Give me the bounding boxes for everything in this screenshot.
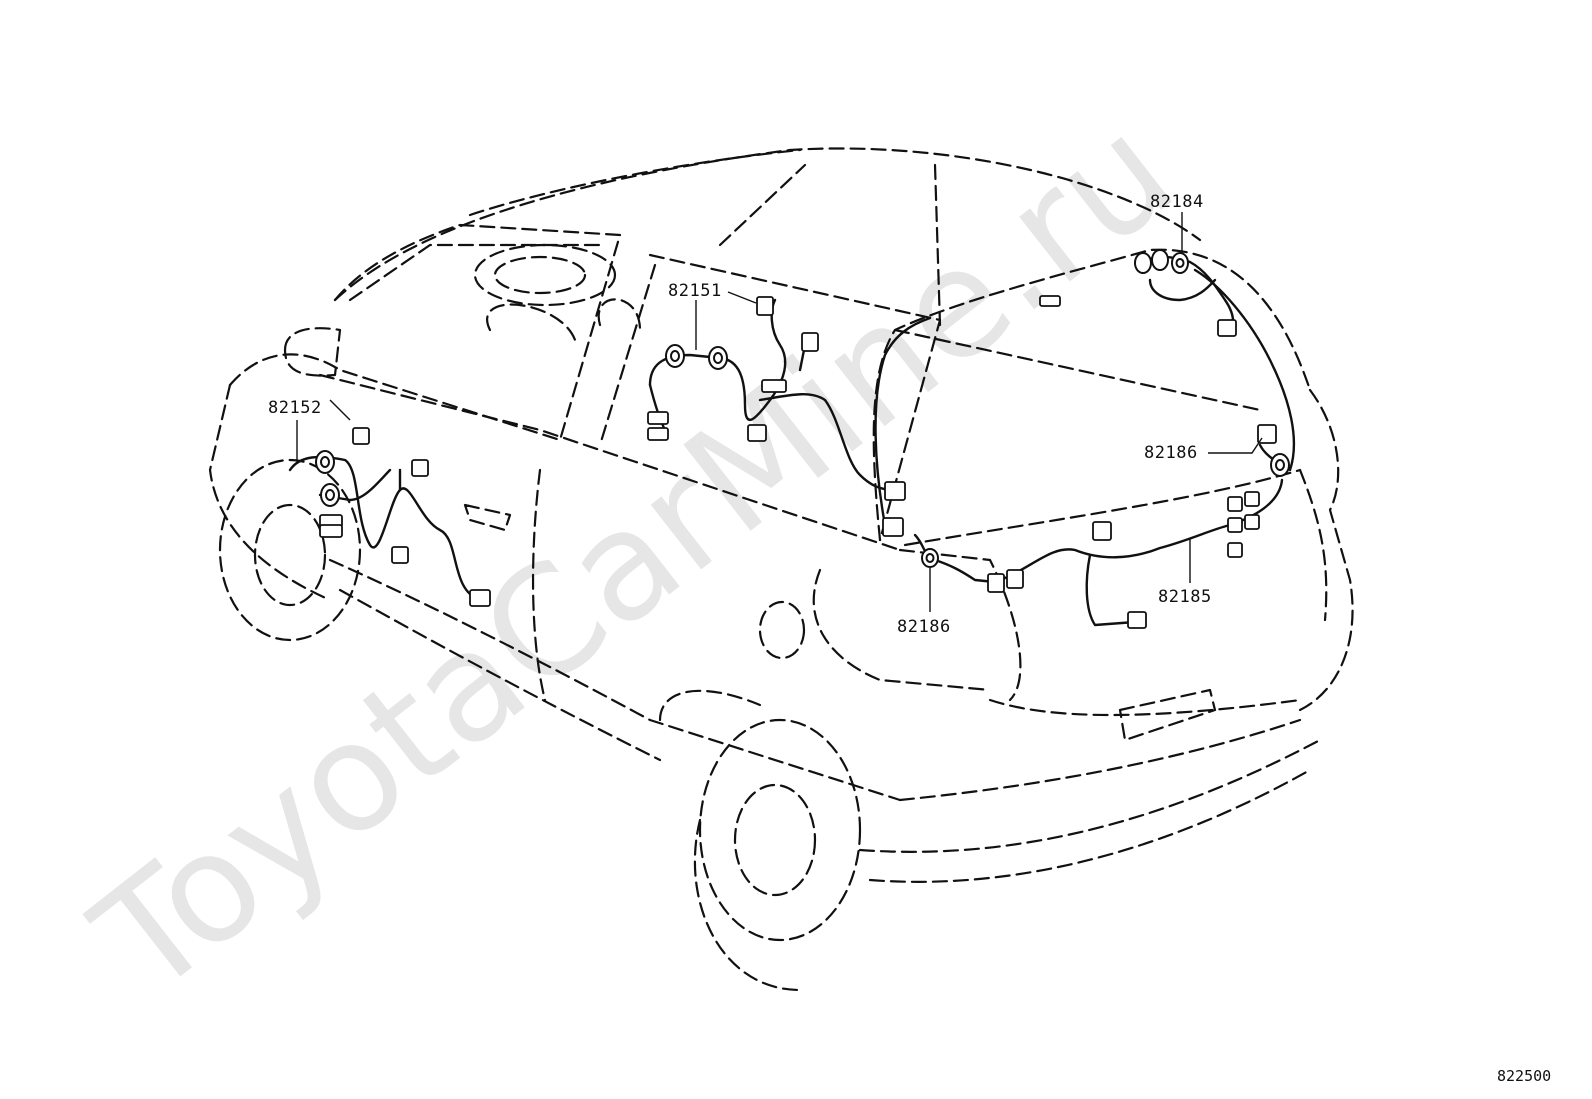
label-82186-right: 82186: [1144, 443, 1198, 463]
label-82184: 82184: [1150, 192, 1204, 212]
watermark-text: ToyotaCarMine.ru: [64, 84, 1205, 1028]
connectors: [319, 295, 1277, 629]
label-82186-bottom: 82186: [897, 617, 951, 637]
part-labels: 82184 82151 82152 82186 82186 82185 8225…: [268, 192, 1551, 1085]
grommets: [315, 249, 1290, 568]
label-82151: 82151: [668, 281, 722, 301]
label-82185: 82185: [1158, 587, 1212, 607]
reference-code: 822500: [1497, 1067, 1551, 1085]
leader-lines: [296, 212, 1263, 612]
label-82152: 82152: [268, 398, 322, 418]
car-body-outline: [208, 147, 1354, 992]
